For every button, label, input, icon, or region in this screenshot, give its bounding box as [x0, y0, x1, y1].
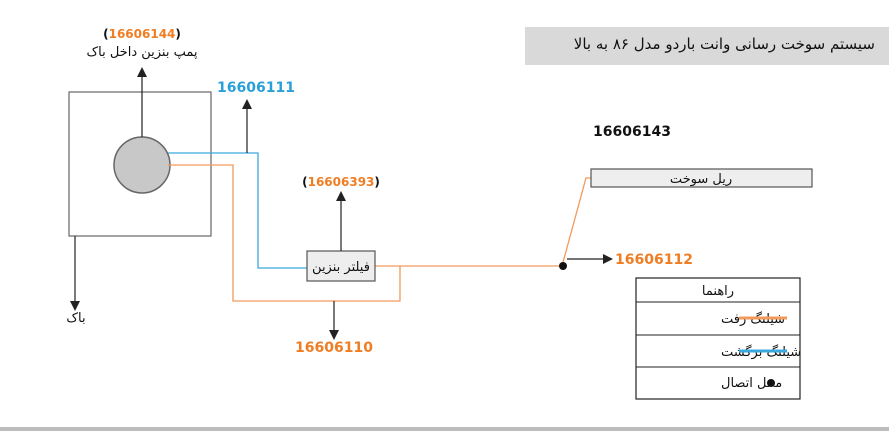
filter-code-close: ): [374, 175, 379, 189]
pump-code-open: (: [103, 27, 108, 41]
legend-item-junction-label: محل اتصال: [721, 376, 782, 391]
junction-code: 16606112: [615, 252, 693, 268]
fuel-rail: [590, 168, 813, 188]
legend: راهنما شیلنگ رفت شیلنگ برگشت محل اتصال: [635, 277, 801, 400]
supply-line-code: 16606110: [295, 340, 373, 356]
supply-line-from-pump: [168, 164, 401, 302]
fuel-pump: [113, 136, 171, 194]
pump-code-value: 16606144: [109, 27, 176, 41]
return-line-code: 16606111: [217, 80, 295, 96]
junction-dot: [559, 262, 567, 270]
pump-code-close: ): [175, 27, 180, 41]
fuel-rail-label: ریل سوخت: [670, 172, 732, 187]
return-line: [168, 152, 307, 269]
fuel-filter-label: فیلتر بنزین: [312, 260, 370, 275]
supply-line-to-rail: [375, 177, 591, 267]
fuel-rail-code: 16606143: [593, 124, 671, 140]
tank-label: باک: [66, 311, 85, 326]
pump-label: پمپ بنزین داخل باک: [86, 45, 197, 60]
legend-title: راهنما: [702, 284, 734, 299]
legend-item-junction-dot: [767, 379, 775, 387]
bottom-rule: [0, 427, 889, 431]
filter-code-open: (: [302, 175, 307, 189]
filter-code: (16606393): [302, 175, 380, 189]
diagram-title: سیستم سوخت رسانی وانت باردو مدل ۸۶ به با…: [525, 27, 889, 65]
filter-code-value: 16606393: [308, 175, 375, 189]
legend-box: [635, 277, 801, 400]
fuel-filter-box: [306, 250, 376, 282]
pump-code: (16606144): [103, 27, 181, 41]
